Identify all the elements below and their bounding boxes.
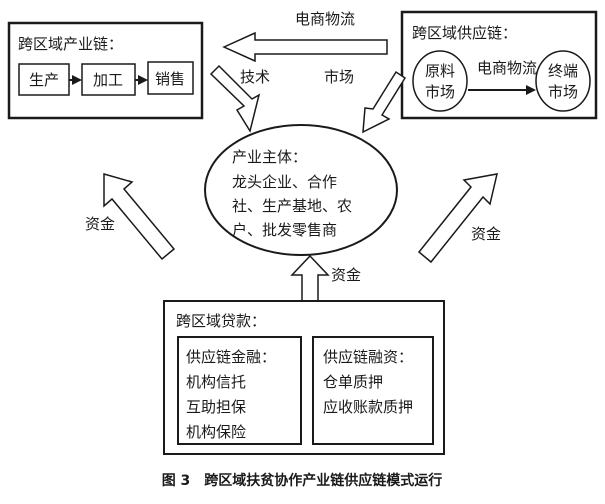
step-processing: 加工 (93, 71, 123, 89)
step-box-processing (81, 63, 136, 96)
end-market-ellipse (535, 50, 591, 112)
technology-arrow (209, 64, 261, 133)
supply-flow-label: 电商物流 (477, 59, 537, 77)
loans-box: 跨区域贷款： 供应链金融： 机构信托 互助担保 机构保险 供应链融资： 仓单质押… (163, 300, 445, 455)
industry-chain-box: 跨区域产业链： 生产 加工 销售 (7, 21, 204, 120)
finance-box (177, 336, 302, 445)
finance-item-2: 互助担保 (186, 398, 246, 416)
step-box-sales (147, 61, 194, 95)
main-entity-line-4: 户、批发零售商 (232, 221, 337, 239)
end-market-line-1: 终端 (548, 62, 578, 80)
industry-chain-title: 跨区域产业链： (18, 35, 123, 53)
finance-item-3: 机构保险 (186, 423, 246, 441)
market-label: 市场 (324, 68, 354, 86)
financing-box (312, 336, 434, 445)
funds-right-label: 资金 (471, 225, 501, 243)
finance-item-1: 机构信托 (186, 373, 246, 391)
main-entity-line-3: 社、生产基地、农 (232, 197, 352, 215)
financing-item-2: 应收账款质押 (323, 398, 413, 416)
financing-item-1: 仓单质押 (323, 373, 383, 391)
funds-center-label: 资金 (331, 266, 361, 284)
funds-left-arrow (103, 173, 176, 261)
supply-chain-box: 跨区域供应链： 原料 市场 电商物流 终端 市场 (400, 10, 598, 120)
technology-label: 技术 (240, 68, 270, 86)
ecommerce-logistics-arrow (222, 31, 388, 63)
source-market-ellipse (412, 50, 468, 112)
market-arrow (362, 70, 407, 134)
loans-title: 跨区域贷款： (176, 312, 266, 330)
source-market-line-1: 原料 (425, 62, 455, 80)
step-sales: 销售 (155, 70, 185, 88)
main-entity-line-1: 产业主体： (232, 148, 307, 166)
source-market-line-2: 市场 (425, 83, 455, 101)
funds-left-label: 资金 (85, 215, 115, 233)
ecommerce-logistics-label: 电商物流 (295, 10, 355, 28)
figure-caption: 图 3 跨区域扶贫协作产业链供应链模式运行 (162, 472, 443, 489)
financing-title: 供应链融资： (323, 348, 413, 366)
main-entity: 产业主体： 龙头企业、合作 社、生产基地、农 户、批发零售商 (204, 124, 398, 256)
step-production: 生产 (29, 71, 59, 89)
funds-center-arrow (290, 254, 330, 302)
supply-chain-title: 跨区域供应链： (412, 24, 517, 42)
end-market-line-2: 市场 (548, 83, 578, 101)
finance-title: 供应链金融： (186, 348, 276, 366)
main-entity-line-2: 龙头企业、合作 (232, 173, 337, 191)
step-box-production (18, 63, 70, 96)
funds-right-arrow (417, 173, 498, 264)
